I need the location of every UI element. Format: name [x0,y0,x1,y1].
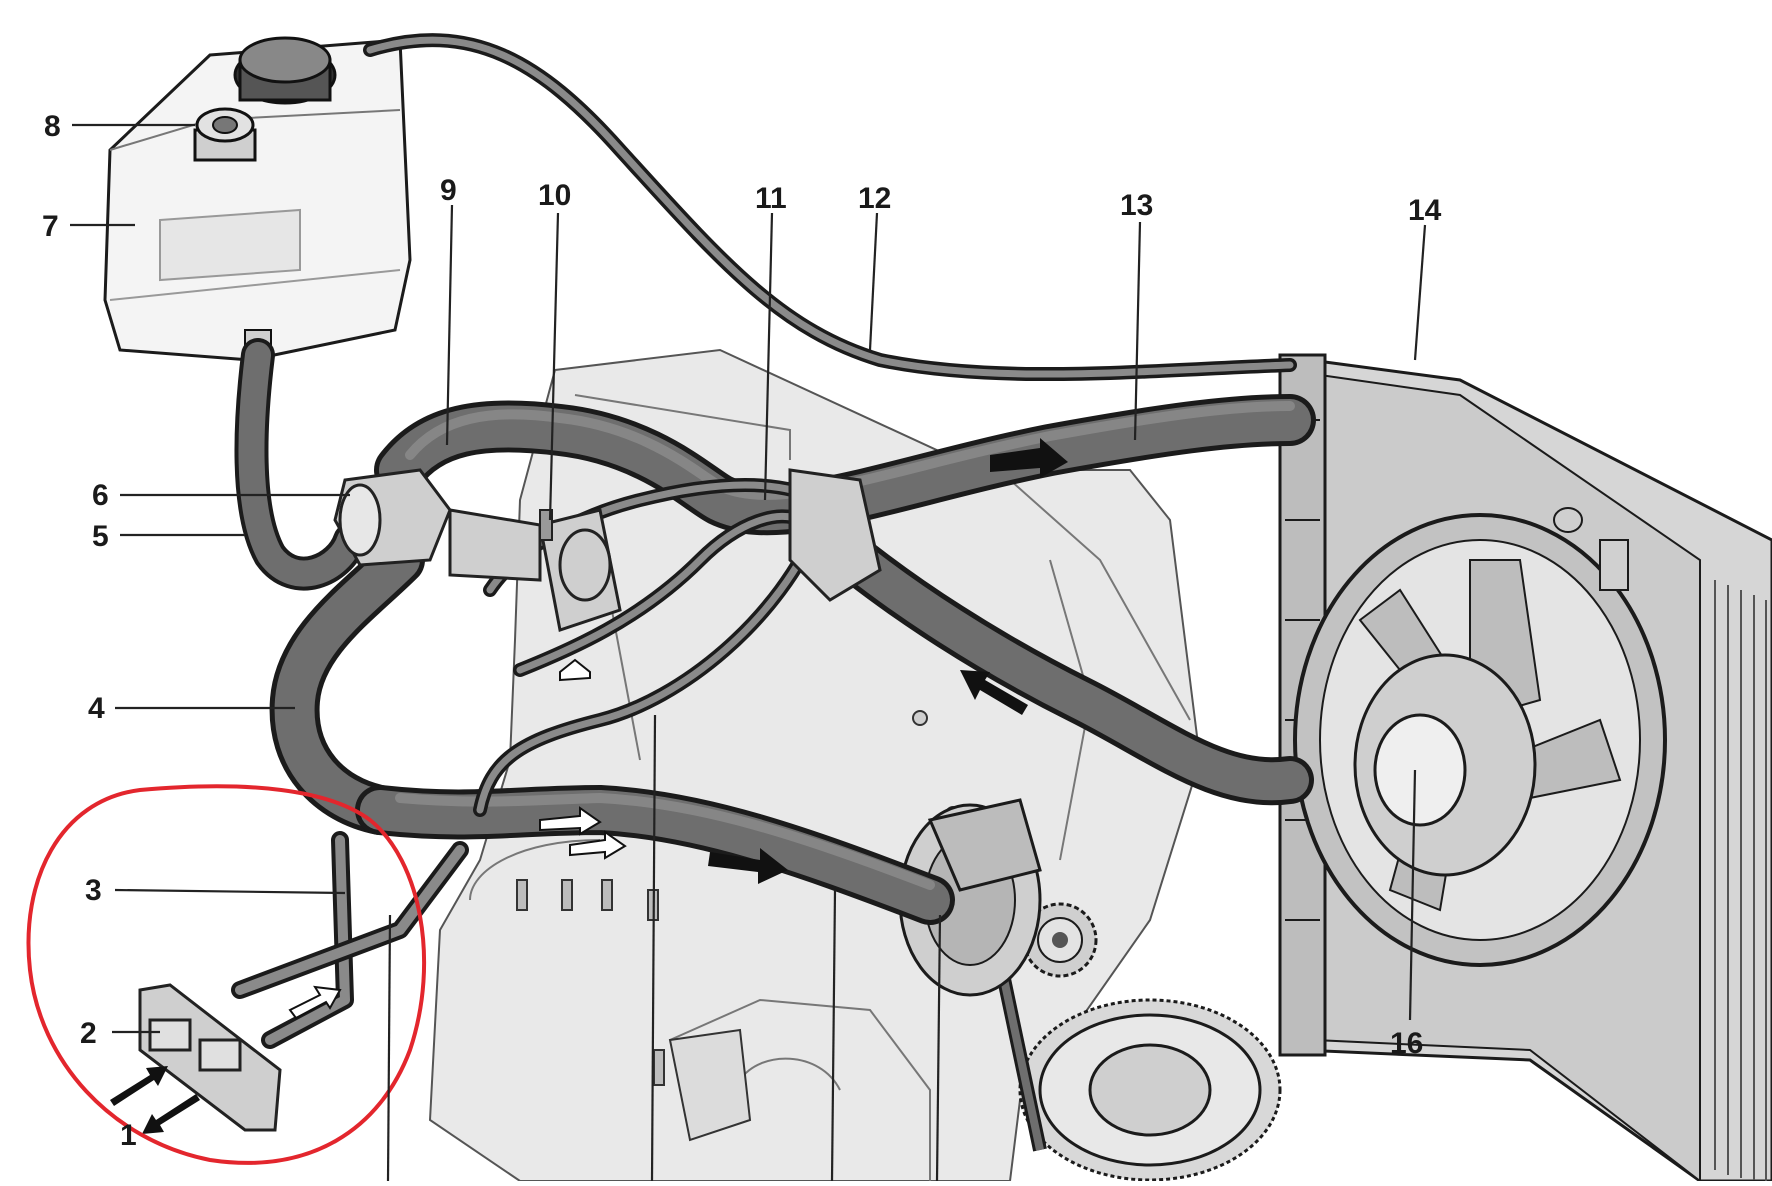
callout-8: 8 [44,110,61,143]
callout-3: 3 [85,874,102,907]
callout-labels: 1 2 3 4 5 6 7 8 9 10 11 12 13 14 16 [42,110,1442,1152]
fittings [138,468,882,1132]
radiator [1278,353,1772,1184]
callout-7: 7 [42,210,59,243]
flow-arrows [110,438,1068,1134]
highlight-circle [26,784,427,1165]
callout-9: 9 [440,174,457,207]
callout-1: 1 [120,1119,137,1152]
callout-4: 4 [88,692,105,725]
leader-lines [70,123,1427,1182]
callout-2: 2 [80,1017,97,1050]
expansion-tank [103,36,412,362]
timing-drive [898,798,1282,1182]
hoses [231,33,1316,1049]
callout-10: 10 [538,179,571,212]
callout-14: 14 [1408,194,1442,227]
callout-13: 13 [1120,189,1153,222]
callout-6: 6 [92,479,109,512]
callout-12: 12 [858,182,891,215]
callout-16: 16 [1390,1027,1423,1060]
callout-11: 11 [755,182,787,215]
callout-5: 5 [92,520,109,553]
